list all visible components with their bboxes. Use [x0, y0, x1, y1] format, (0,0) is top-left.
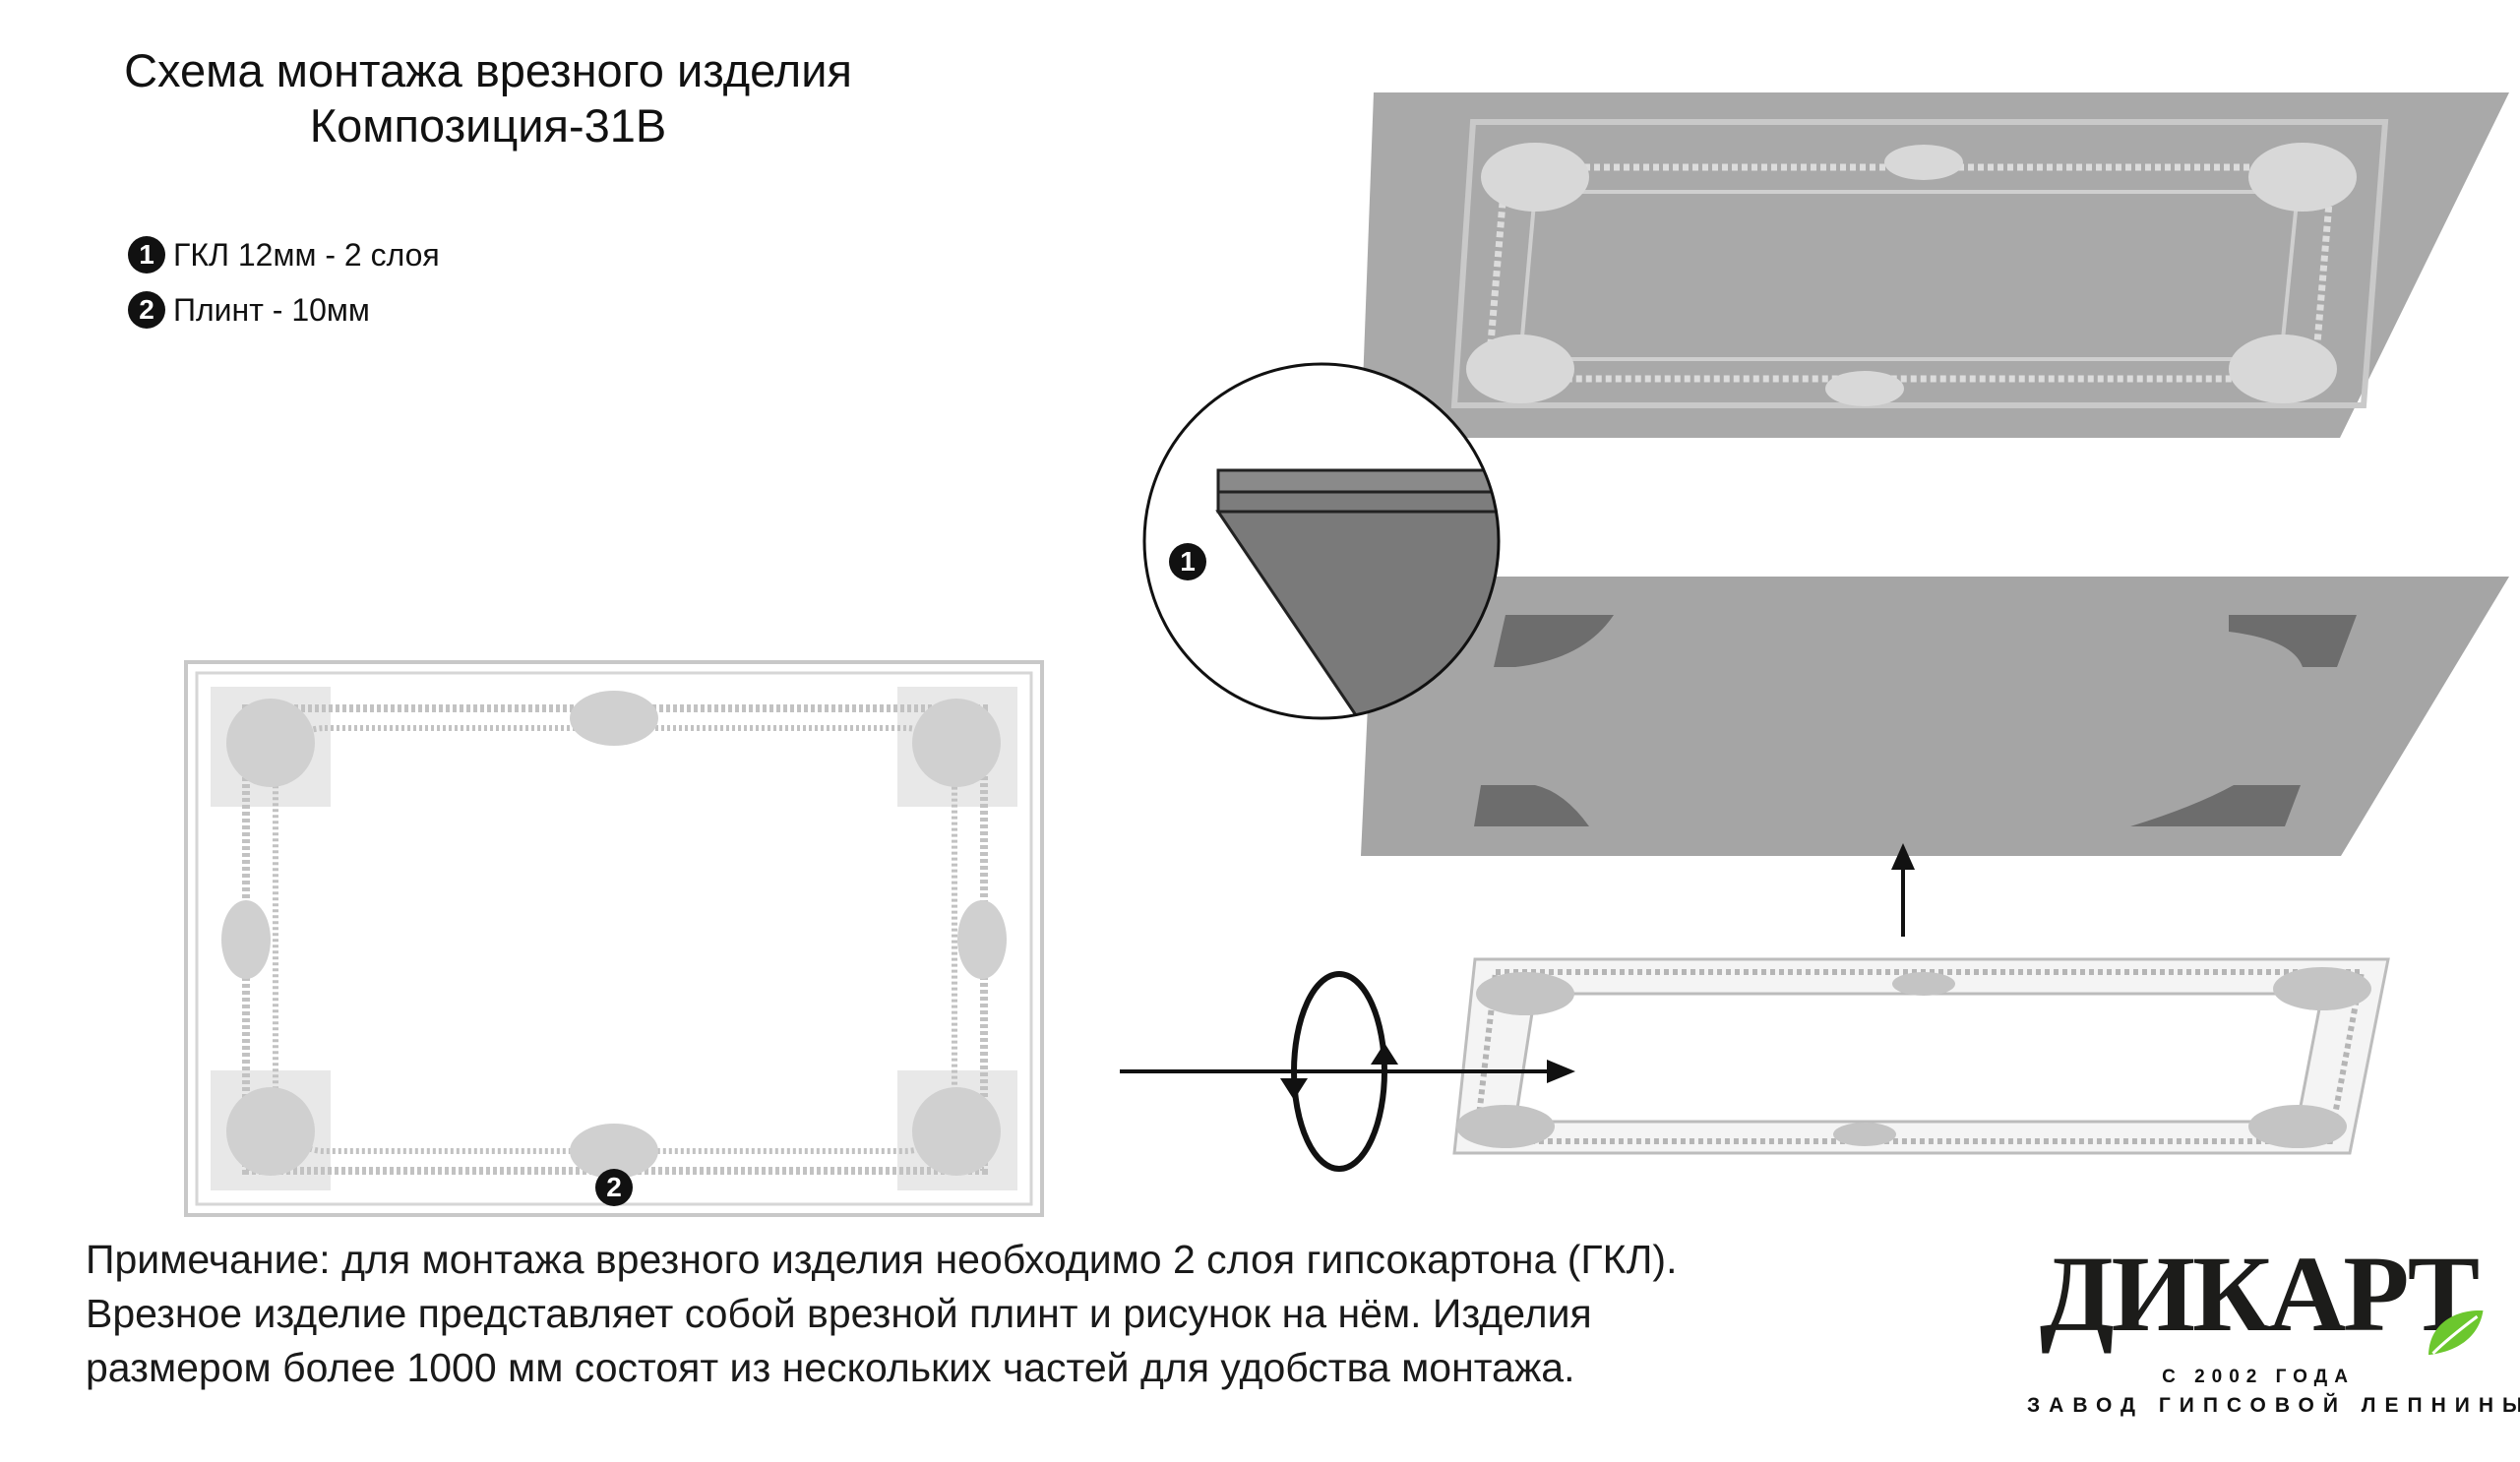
insert-plate: [1452, 957, 2390, 1155]
legend-item: 2 Плинт - 10мм: [128, 291, 370, 329]
callout-badge-plinth: 2: [595, 1169, 633, 1206]
drywall-layer-with-cutouts: [1361, 577, 2509, 856]
cutout: [2229, 615, 2357, 667]
layer-detail-magnifier: [1142, 362, 1501, 720]
installation-note: Примечание: для монтажа врезного изделия…: [86, 1233, 1677, 1395]
legend-label: ГКЛ 12мм - 2 слоя: [173, 236, 440, 273]
logo-wordmark: ДИКАРТ: [2039, 1234, 2480, 1354]
rotate-icon: [1280, 971, 1398, 1172]
logo-since: С 2002 ГОДА: [2162, 1367, 2355, 1387]
diagram-title: Схема монтажа врезного изделия: [124, 44, 852, 96]
note-line: Врезное изделие представляет собой врезн…: [86, 1291, 1592, 1336]
cutout: [1494, 615, 1614, 667]
legend-label: Плинт - 10мм: [173, 291, 370, 328]
number-badge: 2: [128, 291, 165, 329]
cutout: [2130, 785, 2301, 826]
cutout: [1474, 785, 1589, 826]
callout-badge-gkl: 1: [1169, 543, 1206, 580]
lift-arrow: [1891, 843, 1915, 937]
insert-plan-view: [184, 660, 1044, 1217]
company-logo: ДИКАРТ С 2002 ГОДА ЗАВОД ГИПСОВОЙ ЛЕПНИН…: [2027, 1230, 2520, 1419]
legend-item: 1 ГКЛ 12мм - 2 слоя: [128, 236, 440, 274]
logo-subtitle: ЗАВОД ГИПСОВОЙ ЛЕПНИНЫ: [2027, 1394, 2520, 1417]
ceiling-top-finished: [1361, 92, 2509, 438]
note-line: размером более 1000 мм состоят из нескол…: [86, 1345, 1575, 1390]
note-line: Примечание: для монтажа врезного изделия…: [86, 1237, 1678, 1282]
insert-arrow: [1120, 1060, 1575, 1083]
product-name: Композиция-31В: [309, 99, 667, 152]
leaf-icon: [2428, 1310, 2484, 1356]
number-badge: 1: [128, 236, 165, 274]
